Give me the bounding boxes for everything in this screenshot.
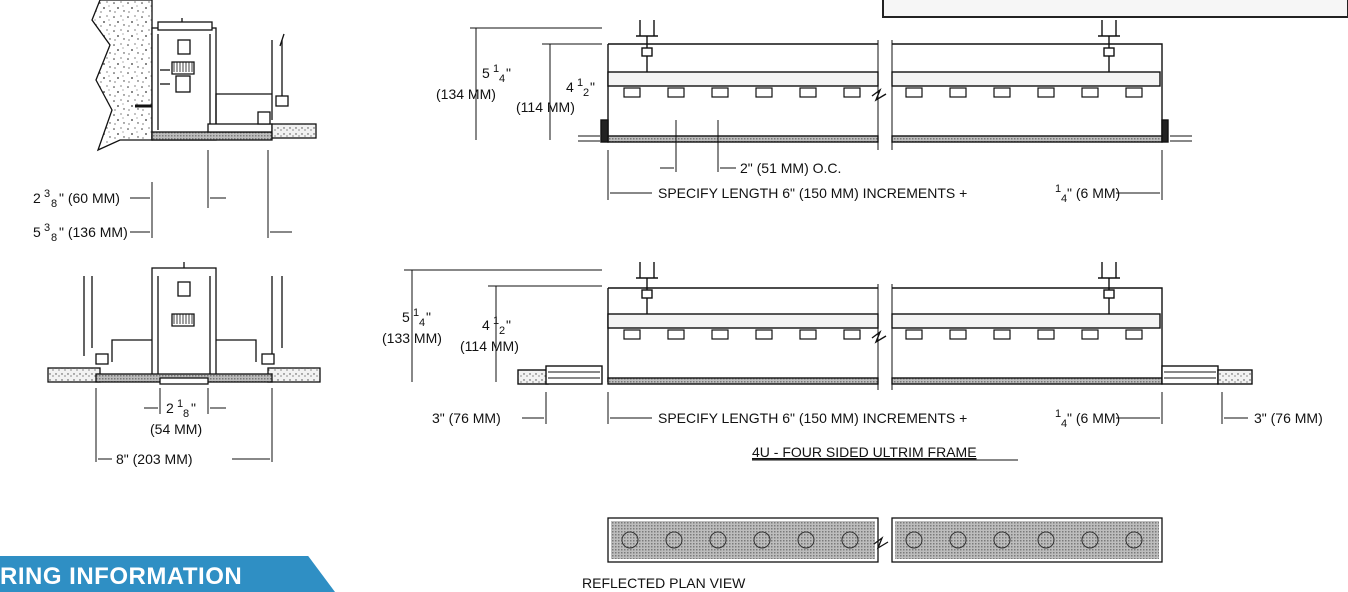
top-height-outer-unit: " [506,65,511,81]
bottom-height-outer-unit: " [426,309,431,325]
bottom-elevation-frame [517,262,1253,390]
center-section-dimensions [95,388,273,462]
bottom-length-text: SPECIFY LENGTH 6" (150 MM) INCREMENTS + [658,410,967,426]
top-height-outer-den: 4 [499,73,505,85]
bottom-length-num: 1 [1055,408,1061,420]
center-slot-mm: (54 MM) [150,421,202,437]
top-height-inner-mm: (114 MM) [516,99,575,115]
plan-view-diffuser-holes [621,531,1143,549]
top-height-outer-whole: 5 [482,65,490,81]
bottom-height-inner-num: 1 [493,315,499,327]
bottom-elevation-slots [623,329,1143,340]
top-length-den: 4 [1061,193,1067,205]
bottom-height-outer-num: 1 [413,307,419,319]
side-dim-bottom-num: 3 [44,222,50,234]
bottom-height-outer-den: 4 [419,317,425,329]
bottom-flange-left-dim: 3" (76 MM) [432,410,501,426]
side-section-detail [91,0,317,152]
top-length-num: 1 [1055,183,1061,195]
top-height-inner-whole: 4 [566,79,574,95]
bottom-elevation-caption: 4U - FOUR SIDED ULTRIM FRAME [752,444,977,460]
bottom-height-inner-mm: (114 MM) [460,338,519,354]
reflected-plan-view [607,517,1163,563]
side-dim-bottom-whole: 5 [33,224,41,240]
top-height-outer-num: 1 [493,63,499,75]
center-slot-whole: 2 [166,400,174,416]
top-length-text: SPECIFY LENGTH 6" (150 MM) INCREMENTS + [658,185,967,201]
top-elevation-slots [623,87,1143,98]
bottom-flange-right-dim: 3" (76 MM) [1254,410,1323,426]
side-dim-bottom-rest: " (136 MM) [59,224,128,240]
section-banner-title: RING INFORMATION [0,563,243,590]
side-dim-top-den: 8 [51,198,57,210]
side-section-dimensions [130,150,292,238]
top-spacing-dim: 2" (51 MM) O.C. [740,160,841,176]
top-length-rest: " (6 MM) [1067,185,1120,201]
top-height-inner-num: 1 [577,77,583,89]
side-dim-top-rest: " (60 MM) [59,190,120,206]
side-dim-bottom-den: 8 [51,232,57,244]
bottom-height-inner-den: 2 [499,325,505,337]
center-slot-num: 1 [177,398,183,410]
bottom-length-den: 4 [1061,418,1067,430]
bottom-height-inner-unit: " [506,317,511,333]
center-slot-den: 8 [183,408,189,420]
top-height-inner-den: 2 [583,87,589,99]
bottom-height-outer-whole: 5 [402,309,410,325]
center-width-dim: 8" (203 MM) [116,451,193,467]
side-dim-top-whole: 2 [33,190,41,206]
bottom-elevation-dimensions [404,269,1248,424]
bottom-height-outer-mm: (133 MM) [382,330,442,346]
plan-view-caption: REFLECTED PLAN VIEW [582,575,746,591]
bottom-height-inner-whole: 4 [482,317,490,333]
center-section-detail [47,262,321,385]
side-dim-top-num: 3 [44,188,50,200]
top-height-outer-mm: (134 MM) [436,86,496,102]
center-slot-unit: " [191,400,196,416]
section-banner [0,556,335,592]
top-elevation-frame [578,20,1192,150]
bottom-length-rest: " (6 MM) [1067,410,1120,426]
top-height-inner-unit: " [590,79,595,95]
top-elevation-dimensions [470,27,1163,200]
